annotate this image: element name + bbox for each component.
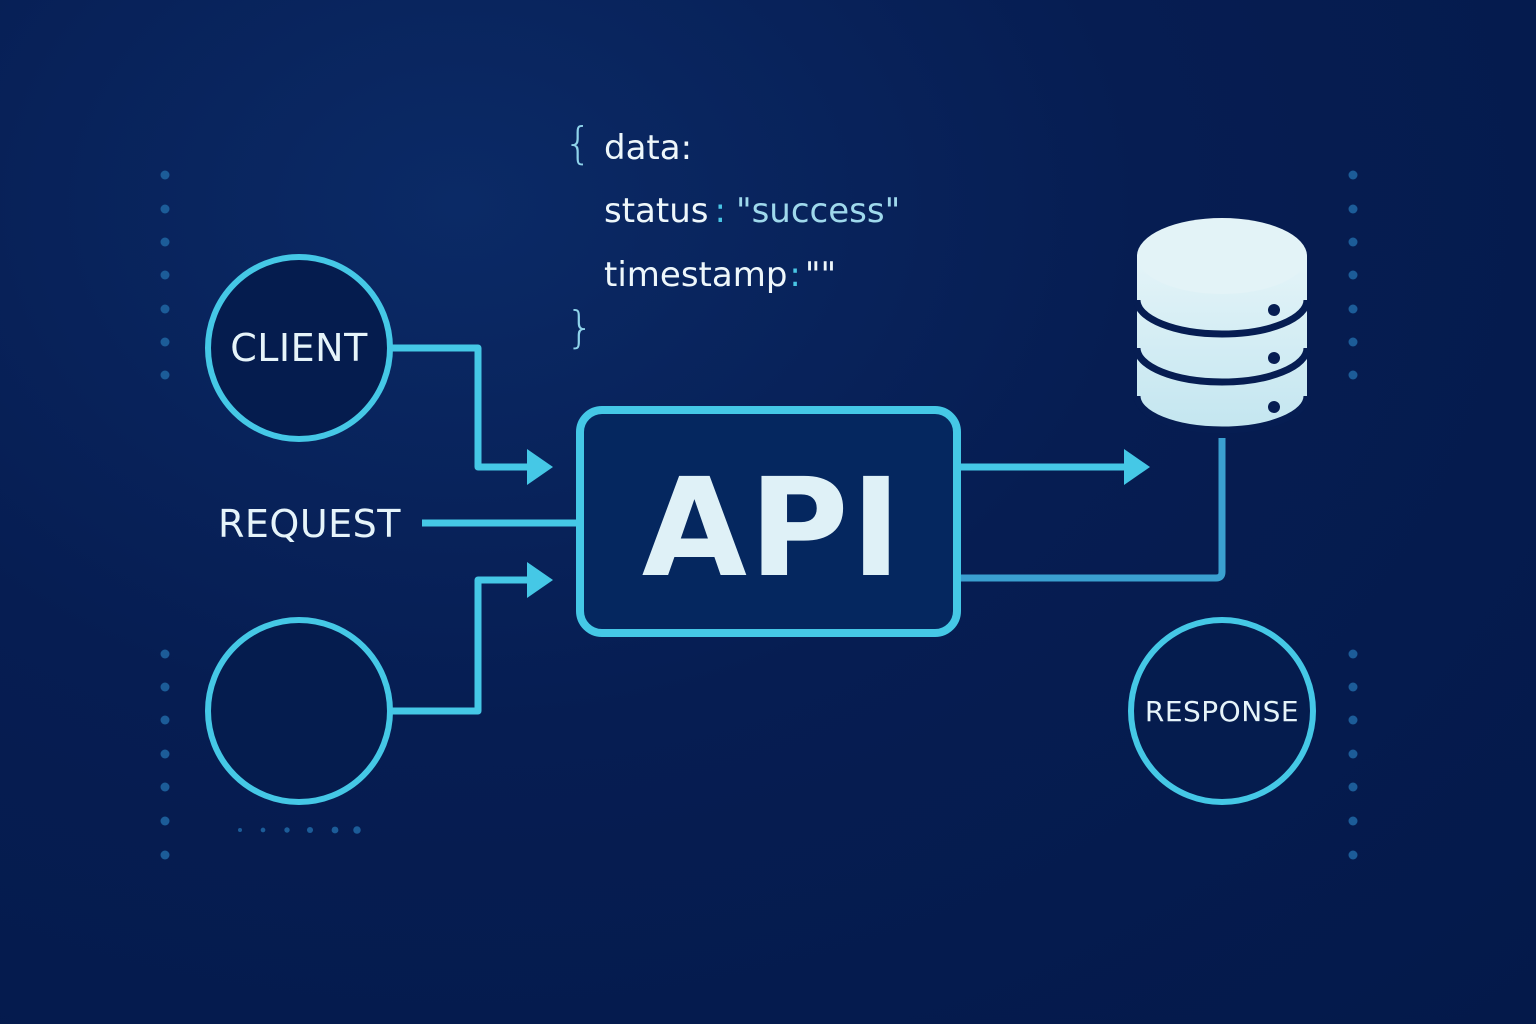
decorative-dot (284, 827, 290, 833)
request-label: REQUEST (218, 502, 401, 546)
decorative-dot (1348, 270, 1358, 280)
decorative-dot (160, 170, 170, 180)
client-label: CLIENT (230, 326, 368, 370)
code-line-status: status:"success" (604, 191, 900, 231)
decorative-dot (238, 828, 242, 832)
decorative-dot (1348, 682, 1358, 692)
decorative-dot (160, 204, 170, 214)
decorative-dot (160, 816, 170, 826)
arrowhead-icon (527, 562, 553, 598)
open-brace: { (564, 118, 592, 169)
decorative-dot (1348, 816, 1358, 826)
api-label: API (641, 450, 904, 608)
code-line-timestamp: timestamp:"" (604, 255, 836, 295)
code-key: data (604, 128, 681, 168)
decorative-dot (160, 682, 170, 692)
decorative-dots (160, 170, 1358, 860)
code-line-data: data: (604, 128, 692, 168)
client-to-api-connector (392, 344, 530, 471)
decorative-dot (353, 826, 361, 834)
code-key: status (604, 191, 709, 231)
secondary-client-to-api-connector (392, 576, 530, 715)
response-label: RESPONSE (1144, 695, 1300, 728)
code-separator: : (789, 255, 801, 295)
decorative-dot (160, 370, 170, 380)
decorative-dot (331, 826, 339, 834)
decorative-dot (1348, 749, 1358, 759)
decorative-dot (1348, 850, 1358, 860)
decorative-dot (1348, 204, 1358, 214)
decorative-dot (160, 337, 170, 347)
decorative-dot (160, 237, 170, 247)
code-separator: : (714, 191, 726, 231)
decorative-dot (160, 749, 170, 759)
decorative-dot (160, 850, 170, 860)
database-to-api-connector (960, 438, 1226, 582)
secondary-client-node[interactable] (205, 617, 393, 805)
decorative-dot (160, 270, 170, 280)
api-box[interactable] (576, 406, 961, 637)
decorative-dot (1348, 782, 1358, 792)
decorative-dot (1348, 170, 1358, 180)
decorative-dot (1348, 237, 1358, 247)
decorative-dot (160, 304, 170, 314)
decorative-dot (160, 782, 170, 792)
decorative-dot (160, 649, 170, 659)
response-node[interactable] (1128, 617, 1316, 805)
decorative-dot (306, 826, 314, 834)
decorative-dot (1348, 715, 1358, 725)
close-brace: } (566, 302, 594, 353)
client-node[interactable] (205, 254, 393, 442)
decorative-dot (1348, 649, 1358, 659)
arrowhead-icon (527, 449, 553, 485)
code-value: "" (804, 255, 837, 295)
database-icon[interactable] (1133, 218, 1311, 434)
code-separator: : (680, 128, 693, 168)
decorative-dot (260, 827, 266, 833)
decorative-dot (160, 715, 170, 725)
code-key: timestamp (604, 255, 788, 295)
code-value: "success" (735, 191, 901, 231)
arrowhead-icon (1124, 449, 1150, 485)
decorative-dot (1348, 337, 1358, 347)
decorative-dot (1348, 304, 1358, 314)
decorative-dot (1348, 370, 1358, 380)
